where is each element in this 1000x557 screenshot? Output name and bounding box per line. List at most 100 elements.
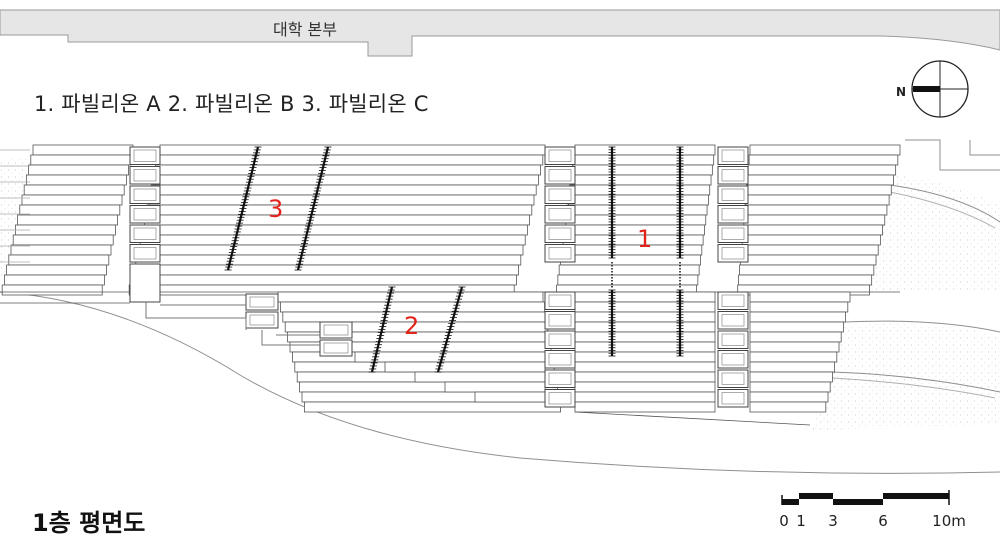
site-edge-wall [905, 139, 1000, 171]
terrace-step [414, 371, 546, 383]
terrace-step [8, 254, 110, 266]
scale-label-1: 1 [796, 512, 806, 530]
stair-tower-inner [721, 149, 745, 162]
stair-tower-inner [721, 372, 745, 385]
terrace-step [574, 391, 716, 403]
terrace-step [749, 311, 846, 323]
terrace-step [574, 341, 716, 353]
terrace-step [19, 204, 121, 216]
terrace-step [152, 174, 539, 186]
stair-tower-cell [544, 224, 576, 243]
terrace-step [148, 194, 535, 206]
terrace-step [25, 174, 127, 186]
stair-tower-cell [544, 205, 576, 224]
stair-tower-inner [548, 294, 572, 307]
landscape-curve-lower [844, 320, 1000, 333]
terrace-step [574, 361, 716, 373]
terrace-step [1, 284, 103, 296]
stair-tower-inner [133, 227, 157, 240]
terrace-step [574, 371, 716, 383]
terrace-step [139, 234, 526, 246]
terrace-step [739, 264, 875, 276]
scale-label-6: 6 [878, 512, 888, 530]
terrace-step [14, 224, 116, 236]
terrace-step [17, 214, 119, 226]
stair-tower-cell [129, 263, 161, 303]
stair-tower-inner [721, 208, 745, 221]
stair-tower-cell [717, 146, 749, 165]
stair-tower-inner [548, 188, 572, 201]
terrace-step [303, 401, 562, 413]
terrace-step [10, 244, 112, 256]
stair-tower-cell [717, 389, 749, 408]
page-title: 1층 평면도 [32, 509, 146, 537]
terrace-step [277, 291, 544, 303]
stair-tower-cell [129, 185, 161, 204]
stair-tower-cell [717, 205, 749, 224]
stair-tower-inner [548, 208, 572, 221]
stair-tower-cell [544, 146, 576, 165]
stair-tower-inner [548, 314, 572, 327]
terrace-step [557, 274, 699, 286]
landscape-curve-upper-2 [889, 191, 996, 229]
terrace-step [574, 351, 716, 363]
stair-tower-inner [548, 353, 572, 366]
stair-tower-inner [548, 149, 572, 162]
stair-tower-inner [133, 247, 157, 260]
terrace-step [745, 194, 890, 206]
terrace-step [384, 361, 546, 373]
stair-tower-cell [129, 205, 161, 224]
landscape-curve-lower-2 [831, 371, 1000, 393]
stair-tower-inner [323, 342, 349, 354]
terrace-step [749, 341, 840, 353]
stair-tower-inner [721, 333, 745, 346]
stair-tower-cell [544, 389, 576, 408]
stair-tower-cell [129, 244, 161, 263]
pavilion-a-number: 1 [637, 225, 653, 253]
stair-tower-cell [717, 244, 749, 263]
university-hq-building [0, 9, 1000, 57]
terrace-step [749, 144, 901, 156]
stair-tower-inner [548, 169, 572, 182]
gravel-area-right-upper [870, 175, 1000, 290]
scale-bar [781, 490, 950, 505]
stair-tower-inner [133, 208, 157, 221]
terrace-step [157, 154, 544, 166]
terrace-step [12, 234, 114, 246]
terrace-step [30, 154, 132, 166]
landscape-curve-upper [889, 184, 1000, 223]
terrace-step [32, 144, 134, 156]
terrace-step [742, 224, 883, 236]
terrace-step [574, 401, 716, 413]
scale-label-10m: 10m [932, 512, 966, 530]
terrace-step [4, 274, 105, 286]
connector-path [145, 302, 320, 346]
terrace-step [746, 184, 892, 196]
terrace-step [573, 154, 715, 166]
stair-tower-cell [544, 291, 576, 310]
terrace-step [749, 381, 831, 393]
terrace-step [747, 164, 897, 176]
terrace-step [137, 244, 524, 256]
stair-tower-cell [544, 350, 576, 369]
terrace-step [749, 391, 829, 403]
terrace-step [569, 184, 711, 196]
terrace-step [574, 331, 716, 343]
terrace-step [749, 401, 827, 413]
stair-tower-inner [548, 392, 572, 405]
terrace-step [744, 204, 888, 216]
terrace-step [748, 154, 899, 166]
terrace-step [6, 264, 107, 276]
terrace-step [21, 194, 123, 206]
stair-tower-inner [548, 333, 572, 346]
stair-tower-cell [129, 224, 161, 243]
terrace-step [749, 361, 835, 373]
terrace-step [574, 301, 716, 313]
terrace-step [570, 174, 712, 186]
terrace-step [749, 301, 849, 313]
terrace-step [743, 214, 886, 226]
terrace-step [749, 371, 833, 383]
terrace-step [565, 214, 707, 226]
stair-tower-cell [717, 224, 749, 243]
